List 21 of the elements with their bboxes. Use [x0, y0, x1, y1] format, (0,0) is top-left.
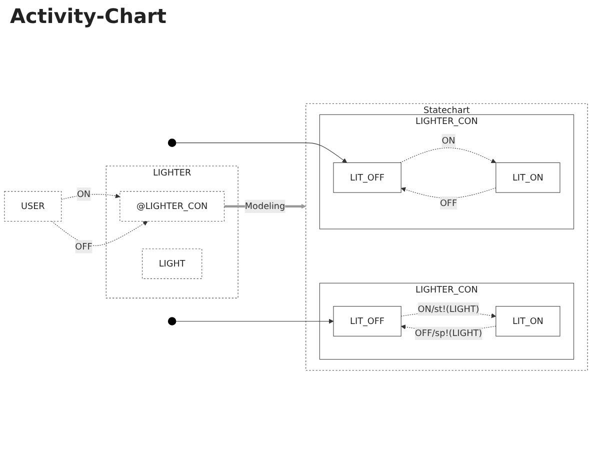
- arrow: [51, 220, 148, 246]
- diagram-title: Activity-Chart: [9, 3, 168, 30]
- edge-label: ON/st!(LIGHT): [418, 304, 480, 314]
- node-box: LIT_OFF: [333, 162, 402, 193]
- arrow: [400, 187, 496, 198]
- edge-label: Modeling: [244, 200, 286, 212]
- edge-label: OFF/sp!(LIGHT): [414, 328, 482, 338]
- edge-label: OFF: [440, 197, 458, 208]
- arrow: [400, 148, 496, 164]
- node-box: LIT_ON: [496, 162, 560, 193]
- edge-label: ON: [76, 188, 91, 200]
- node-box: LIGHT: [142, 248, 202, 279]
- arrow: [61, 194, 120, 200]
- node-box: LIT_ON: [496, 306, 560, 336]
- arrow: [176, 142, 348, 163]
- node-box: @LIGHTER_CON: [120, 191, 224, 222]
- arrow: [176, 318, 334, 324]
- node-box: USER: [4, 191, 62, 222]
- edge-label: ON: [442, 135, 456, 146]
- edge-label: OFF: [75, 241, 92, 252]
- node-box: LIT_OFF: [333, 306, 402, 336]
